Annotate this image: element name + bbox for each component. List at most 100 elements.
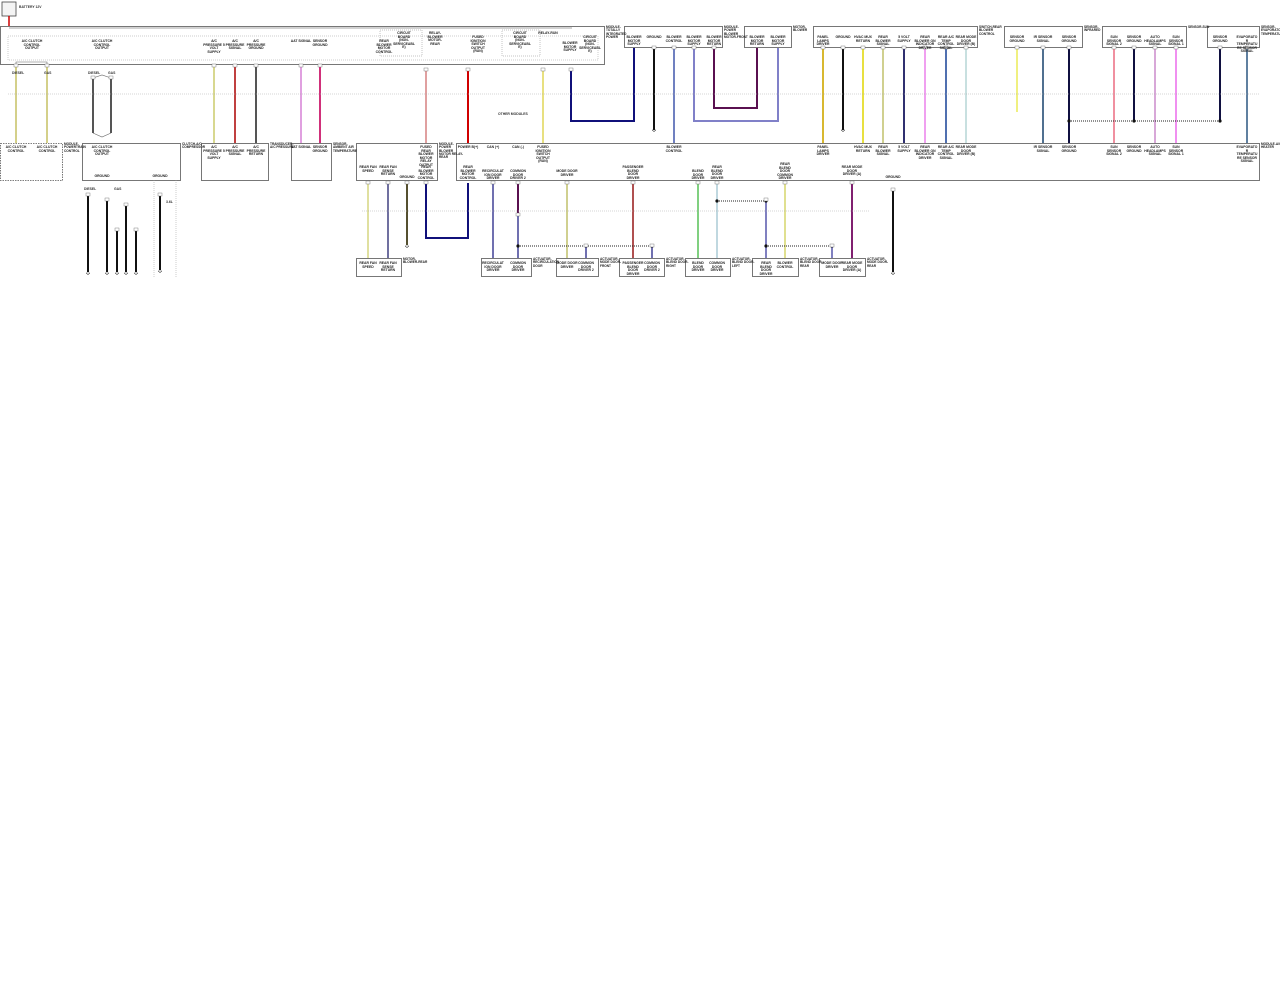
connector-pin bbox=[564, 180, 570, 185]
pin-label: REAR BLOWER ON INDICATOR DRIVER bbox=[914, 145, 936, 160]
module-box bbox=[752, 258, 799, 277]
module-label: MODULE-POWER BLOWER MOTOR RELAY-REAR bbox=[439, 142, 464, 160]
pin-label: IR SENSOR SIGNAL bbox=[1033, 145, 1053, 153]
note-label: DIESEL bbox=[88, 71, 101, 75]
connector-pin bbox=[1111, 45, 1117, 50]
pin-label: SENSOR GROUND bbox=[1009, 35, 1025, 43]
pin-label: SUN SENSOR SIGNAL 1 bbox=[1168, 35, 1184, 47]
pin-label: A/C PRESSURE 5 VOLT SUPPLY bbox=[203, 39, 225, 54]
connector-pin bbox=[649, 243, 655, 248]
module-box bbox=[1102, 26, 1187, 48]
pin-label: RECIRCULATION DOOR DRIVER bbox=[482, 261, 504, 273]
pin-label: GROUND bbox=[94, 174, 110, 178]
module-label: MODULE-TOTALLY INTEGRATED POWER bbox=[606, 25, 627, 40]
connector-pin bbox=[423, 180, 429, 185]
pin-label: BLOWER CONTROL bbox=[665, 145, 683, 153]
battery-label: BATTERY 12V bbox=[19, 5, 42, 9]
connector-pin bbox=[1173, 45, 1179, 50]
pin-label: A/C PRESSURE SIGNAL bbox=[225, 39, 245, 51]
connector-pin bbox=[763, 197, 769, 202]
pin-label: REAR BLEND DOOR DRIVER bbox=[710, 165, 724, 180]
pin-label: A/C CLUTCH CONTROL bbox=[36, 145, 58, 153]
module-box bbox=[481, 258, 532, 277]
pin-label: BLOWER MOTOR SUPPLY bbox=[686, 35, 702, 47]
module-box bbox=[685, 258, 731, 277]
connector-pin bbox=[1066, 45, 1072, 50]
pin-label: A/C PRESSURE GROUND bbox=[246, 39, 266, 51]
ground-icon bbox=[104, 272, 110, 276]
ground-icon bbox=[651, 129, 657, 133]
note-label: 3.6L bbox=[166, 200, 173, 204]
pin-label: BLEND DOOR DRIVER bbox=[691, 261, 705, 273]
connector-pin bbox=[963, 45, 969, 50]
connector-pin bbox=[651, 45, 657, 50]
pin-label: SUN SENSOR SIGNAL 2 bbox=[1106, 35, 1122, 47]
connector-pin bbox=[691, 45, 697, 50]
connector-pin bbox=[568, 67, 574, 72]
note-label: GAS bbox=[114, 187, 122, 191]
connector-pin bbox=[714, 180, 720, 185]
pin-label: REAR BLOWER SIGNAL bbox=[875, 35, 891, 47]
pin-label: EVAPORATOR TEMPERATURE SENSOR SIGNAL bbox=[1236, 35, 1258, 54]
pin-label: FUSED IGNITION SWITCH OUTPUT (RUN) bbox=[535, 145, 551, 164]
circuit-board-box bbox=[379, 29, 423, 57]
pin-label: COMMON DOOR DRIVER bbox=[510, 261, 526, 273]
pin-label: 5 VOLT SUPPLY bbox=[897, 145, 911, 153]
module-label: SWITCH-REAR BLOWER CONTROL bbox=[979, 25, 1002, 36]
pin-label: EVAPORATOR TEMPERATURE SENSOR SIGNAL bbox=[1236, 145, 1258, 164]
connector-pin bbox=[943, 45, 949, 50]
module-label: SENSOR-SUN bbox=[1188, 25, 1210, 29]
connector-pin bbox=[880, 45, 886, 50]
module-box bbox=[291, 143, 332, 181]
connector-pin bbox=[13, 63, 19, 68]
pin-label: SUN SENSOR SIGNAL 1 bbox=[1168, 145, 1184, 157]
pin-label: A/C PRESSURE SIGNAL bbox=[225, 145, 245, 157]
pin-label: REAR BLOWER MOTOR CONTROL bbox=[375, 39, 393, 54]
pin-label: 5 VOLT SUPPLY bbox=[897, 35, 911, 43]
pin-label: CAN (+) bbox=[486, 145, 500, 149]
connector-pin bbox=[820, 45, 826, 50]
module-label: ACTUATOR-MODE DOOR-FRONT bbox=[600, 257, 622, 268]
connector-pin bbox=[385, 180, 391, 185]
pin-label: RELAY-RUN bbox=[538, 31, 558, 35]
pin-label: COMMON DOOR DRIVER 2 bbox=[578, 261, 594, 273]
pin-label: REAR BLEND DOOR COMMON DRIVER bbox=[777, 162, 793, 181]
note-label: OTHER MODULES bbox=[498, 112, 528, 116]
connector-pin bbox=[404, 180, 410, 185]
connector-pin bbox=[317, 63, 323, 68]
pin-label: REAR BLOWER MOTOR CONTROL bbox=[417, 165, 435, 180]
connector-pin bbox=[211, 63, 217, 68]
wire bbox=[713, 48, 758, 109]
pin-label: SENSOR GROUND bbox=[1061, 35, 1077, 43]
module-box bbox=[819, 258, 866, 277]
note-label: GAS bbox=[44, 71, 52, 75]
pin-label: FUSED IGNITION SWITCH OUTPUT (RUN) bbox=[470, 35, 486, 54]
module-box bbox=[356, 258, 402, 277]
connector-pin bbox=[829, 243, 835, 248]
connector-pin bbox=[782, 180, 788, 185]
pin-label: REAR A/C TEMP CONTROL SIGNAL bbox=[937, 35, 955, 50]
pin-label: MODE DOOR DRIVER bbox=[556, 261, 578, 269]
pin-label: RECIRCULATION DOOR DRIVER bbox=[482, 169, 504, 181]
connector-pin bbox=[1014, 45, 1020, 50]
pin-label: CIRCUIT BOARD (NON-SERVICEABLE) bbox=[509, 31, 531, 50]
module-label: MODULE-POWER BLOWER MOTOR-FRONT bbox=[724, 25, 748, 40]
connector-pin bbox=[298, 63, 304, 68]
pin-label: SENSOR GROUND bbox=[312, 39, 328, 47]
pin-label: HVAC MUX RETURN bbox=[854, 145, 872, 153]
module-label: MOTOR-BLOWER-REAR bbox=[403, 257, 428, 265]
module-box bbox=[456, 143, 1260, 181]
pin-label: A/C CLUTCH CONTROL OUTPUT bbox=[91, 145, 113, 157]
connector-pin bbox=[840, 45, 846, 50]
module-label: MODULE-POWERTRAIN CONTROL bbox=[64, 142, 86, 153]
pin-label: IR SENSOR SIGNAL bbox=[1033, 35, 1053, 43]
note-label: DIESEL bbox=[84, 187, 97, 191]
module-box bbox=[1207, 26, 1260, 48]
connector-pin bbox=[423, 67, 429, 72]
module-label: CLUTCH-A/C COMPRESSOR bbox=[182, 142, 206, 150]
connector-pin bbox=[85, 192, 91, 197]
tipm-inner-frame bbox=[7, 35, 599, 61]
connector-pin bbox=[232, 63, 238, 68]
wire bbox=[425, 183, 469, 239]
